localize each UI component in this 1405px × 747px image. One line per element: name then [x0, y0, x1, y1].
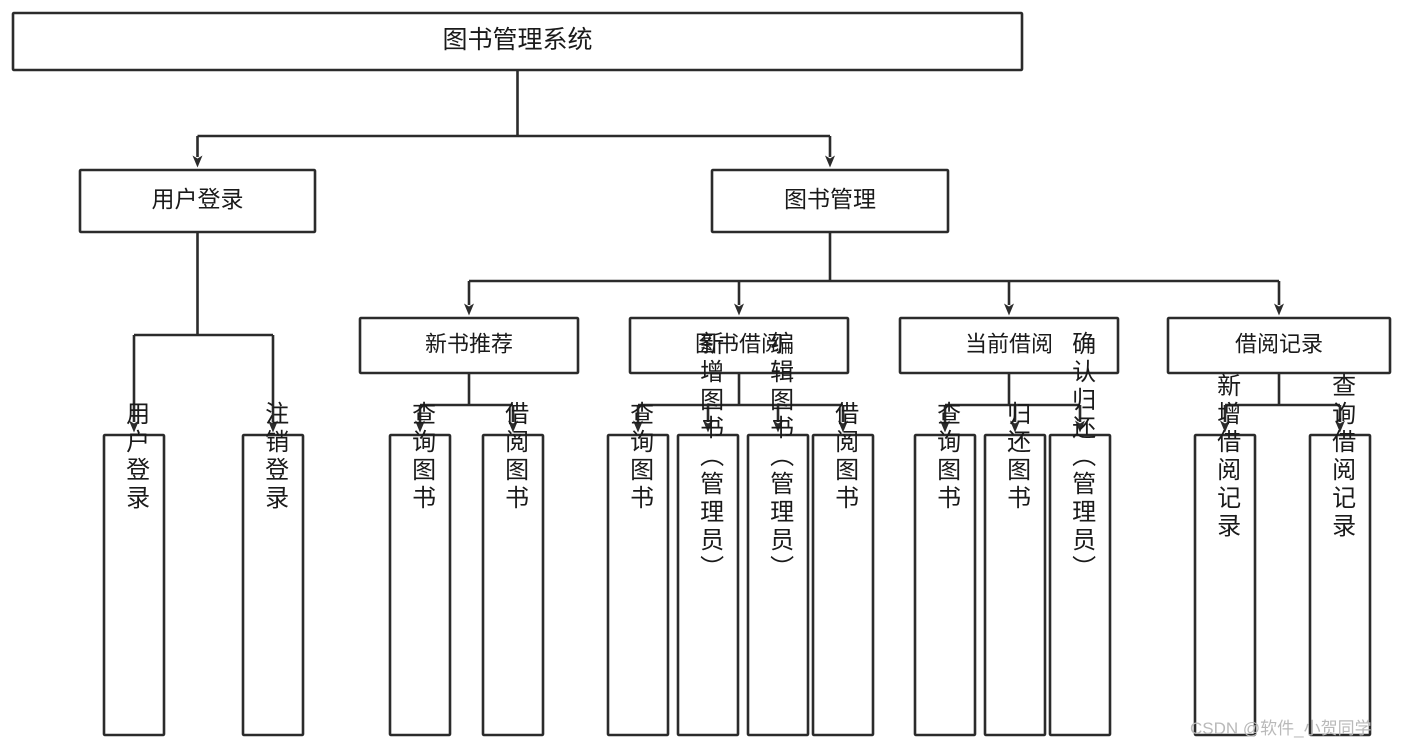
node-level1-0[interactable]: 用户登录: [78, 168, 317, 234]
node-boxes: 图书管理系统用户登录图书管理新书推荐图书借阅当前借阅借阅记录用户登录注销登录查询…: [11, 11, 1392, 737]
node-label: 查询图书: [626, 401, 654, 513]
node-label: 图书管理系统: [442, 26, 592, 54]
node-leaf-9[interactable]: 归还图书: [983, 401, 1047, 737]
node-level2-1[interactable]: 图书借阅: [628, 316, 850, 375]
node-label: 用户登录: [122, 401, 150, 513]
node-leaf-7[interactable]: 借阅图书: [811, 401, 875, 737]
node-label: 新增借阅记录: [1213, 373, 1241, 541]
node-label: 归还图书: [1003, 401, 1031, 513]
node-label: 图书借阅: [695, 331, 783, 356]
node-leaf-2[interactable]: 查询图书: [388, 401, 452, 737]
node-label: 查询图书: [933, 401, 961, 513]
node-leaf-12[interactable]: 查询借阅记录: [1308, 373, 1372, 737]
node-level2-2[interactable]: 当前借阅: [898, 316, 1120, 375]
node-leaf-5[interactable]: 新增图书（管理员）: [676, 331, 740, 737]
node-label: 注销登录: [261, 401, 289, 513]
node-label: 查询借阅记录: [1328, 373, 1356, 541]
node-leaf-0[interactable]: 用户登录: [102, 401, 166, 737]
node-leaf-8[interactable]: 查询图书: [913, 401, 977, 737]
node-label: 查询图书: [408, 401, 436, 513]
node-label: 借阅记录: [1235, 331, 1323, 356]
node-leaf-6[interactable]: 编辑图书（管理员）: [746, 331, 810, 737]
watermark-text: CSDN @软件_小贺同学: [1190, 719, 1372, 738]
node-label: 编辑图书（管理员）: [766, 331, 794, 583]
node-label: 借阅图书: [501, 401, 529, 513]
node-level1-1[interactable]: 图书管理: [710, 168, 950, 234]
node-leaf-10[interactable]: 确认归还（管理员）: [1048, 331, 1112, 737]
node-level2-0[interactable]: 新书推荐: [358, 316, 580, 375]
node-label: 当前借阅: [965, 331, 1053, 356]
node-leaf-4[interactable]: 查询图书: [606, 401, 670, 737]
node-label: 用户登录: [152, 186, 244, 212]
node-label: 新增图书（管理员）: [696, 331, 724, 583]
connector-lines: [129, 70, 1345, 433]
node-leaf-3[interactable]: 借阅图书: [481, 401, 545, 737]
node-leaf-11[interactable]: 新增借阅记录: [1193, 373, 1257, 737]
node-label: 新书推荐: [425, 331, 513, 356]
node-level2-3[interactable]: 借阅记录: [1166, 316, 1392, 375]
node-label: 图书管理: [784, 186, 876, 212]
node-root[interactable]: 图书管理系统: [11, 11, 1024, 72]
node-label: 确认归还（管理员）: [1068, 331, 1096, 583]
node-label: 借阅图书: [831, 401, 859, 513]
node-leaf-1[interactable]: 注销登录: [241, 401, 305, 737]
